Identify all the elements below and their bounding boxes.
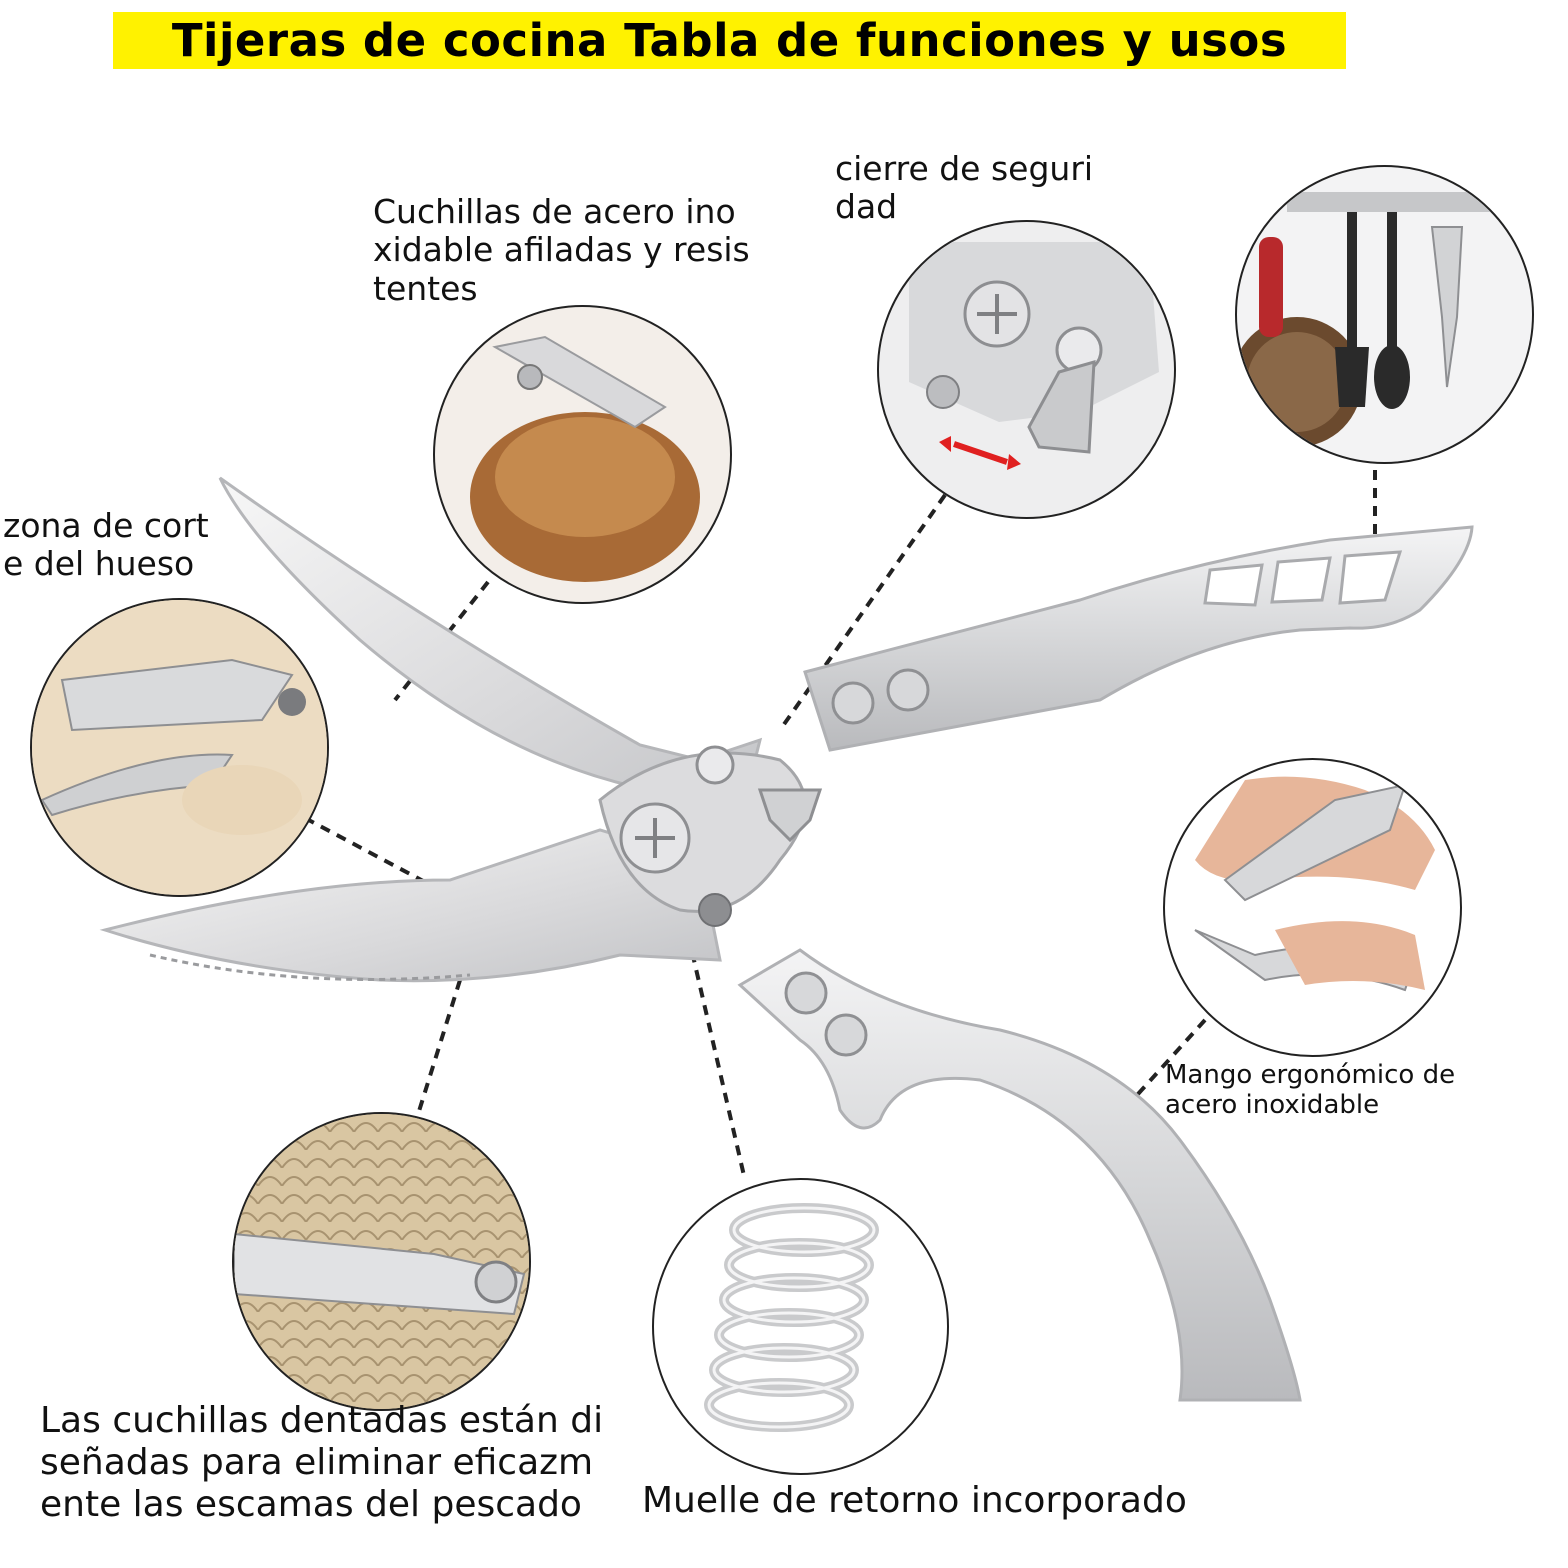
spring-icon <box>652 1178 949 1475</box>
hanging-utensils-photo <box>1235 165 1534 464</box>
label-blades: Cuchillas de acero ino xidable afiladas … <box>373 192 750 308</box>
page-title: Tijeras de cocina Tabla de funciones y u… <box>171 14 1288 67</box>
lower-blade <box>99 828 722 983</box>
title-banner: Tijeras de cocina Tabla de funciones y u… <box>113 12 1346 69</box>
label-bone-zone: zona de cort e del hueso <box>3 506 209 584</box>
lower-handle <box>737 948 1302 1402</box>
label-handle: Mango ergonómico de acero inoxidable <box>1165 1060 1456 1121</box>
label-spring: Muelle de retorno incorporado <box>642 1480 1187 1521</box>
chicken-photo <box>433 305 732 604</box>
bone-cut-photo <box>30 598 329 897</box>
label-safety-lock: cierre de seguri dad <box>835 149 1094 227</box>
safety-lock-photo <box>877 220 1176 519</box>
rivets <box>784 668 930 1057</box>
handle-holes <box>1203 550 1403 607</box>
hand-grip-photo <box>1163 758 1462 1057</box>
fish-scale-photo <box>232 1112 531 1411</box>
label-serrated-blades: Las cuchillas dentadas están di señadas … <box>40 1400 604 1525</box>
